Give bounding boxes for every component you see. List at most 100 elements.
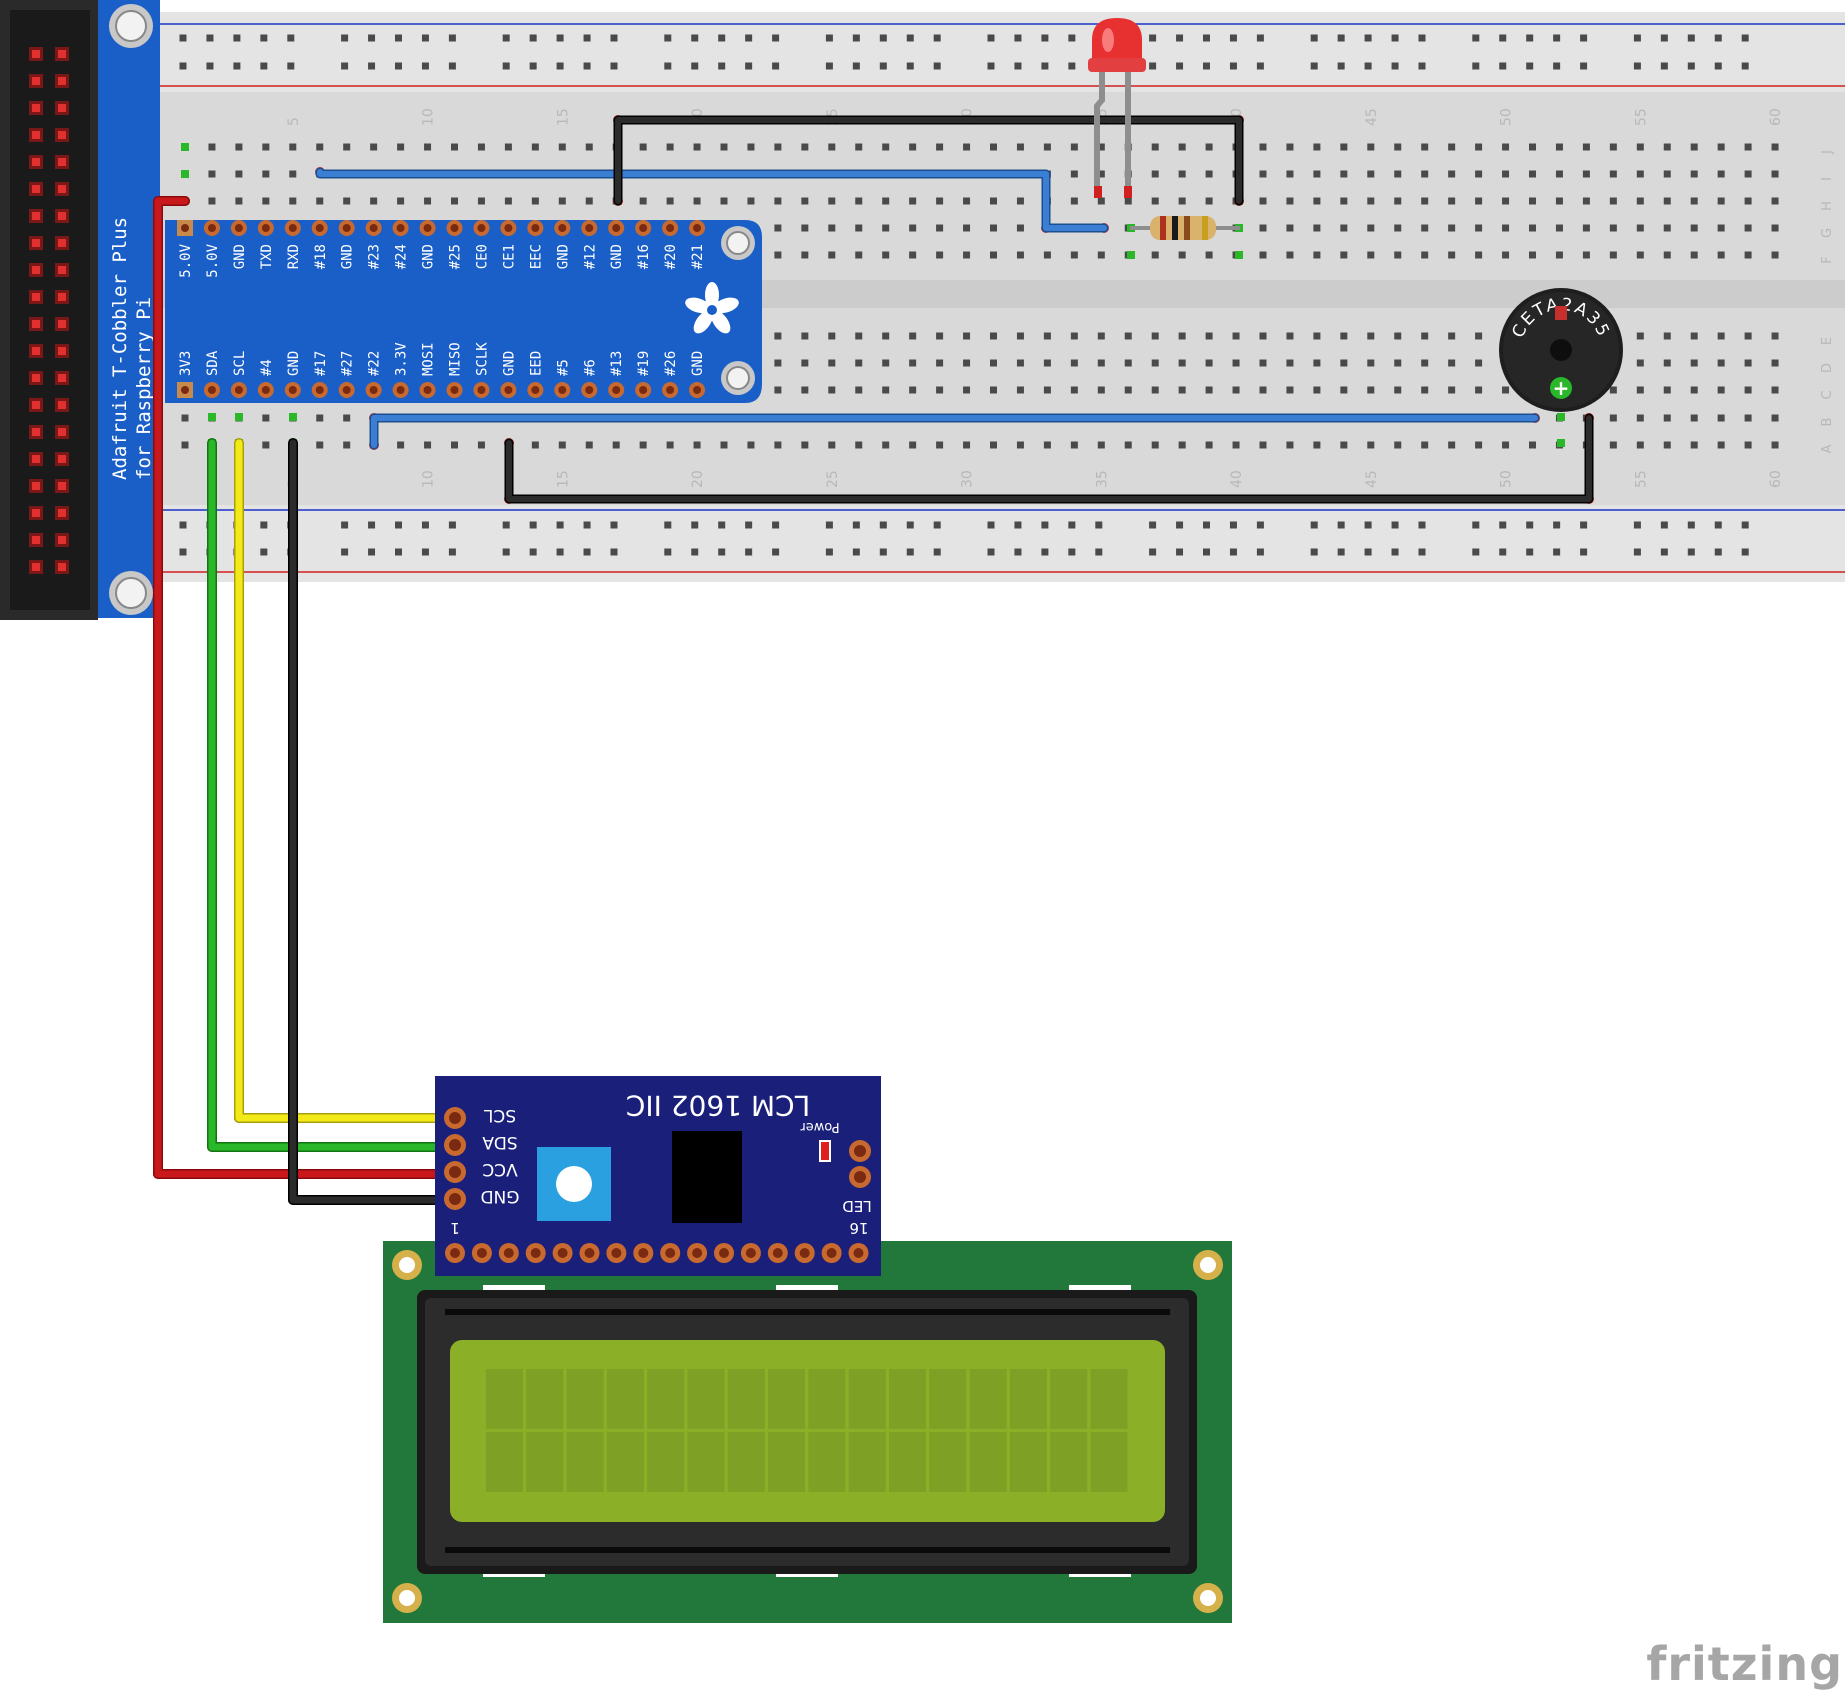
breadboard-hole [1717,197,1725,205]
breadboard-hole [1717,170,1725,178]
breadboard-hole [1124,441,1132,449]
breadboard-hole [206,62,214,70]
breadboard-hole [879,34,887,42]
breadboard-hole [909,143,917,151]
breadboard-hole [341,62,349,70]
breadboard-hole [691,62,699,70]
breadboard-hole [1714,34,1722,42]
connected-hole [1557,439,1565,447]
breadboard-hole [502,548,510,556]
row-letter: I [1820,177,1835,181]
connected-hole [235,413,243,421]
breadboard-hole [1367,386,1375,394]
breadboard-hole [693,197,701,205]
cobbler-pin-label-bottom: #19 [636,351,652,376]
breadboard-hole [1043,441,1051,449]
breadboard-hole [1609,170,1617,178]
breadboard-hole [1529,224,1536,232]
breadboard-hole [774,386,782,394]
breadboard-hole [664,34,672,42]
breadboard-hole [424,143,432,151]
breadboard-hole [1663,143,1671,151]
breadboard-hole [1367,197,1375,205]
breadboard-hole [1421,332,1429,340]
lcd-character-cell [969,1369,1007,1429]
breadboard-hole [990,441,997,449]
cobbler-pin-label-bottom: #6 [582,359,598,376]
breadboard-hole [1041,521,1049,529]
breadboard-hole [1097,251,1105,259]
cobbler-pin-label-bottom: #4 [259,359,275,376]
breadboard-hole [855,224,863,232]
breadboard-hole [1176,62,1184,70]
i2c-pin-label: GND [481,1186,520,1206]
cobbler-pin-label-bottom: 3.3V [394,342,410,376]
breadboard-hole [1717,359,1725,367]
breadboard-hole [1741,548,1749,556]
cobbler-pin-label-bottom: #13 [609,351,625,376]
breadboard-hole [1472,548,1480,556]
breadboard-hole [1771,251,1779,259]
breadboard-hole [1633,34,1641,42]
breadboard-hole [1690,414,1698,422]
lcd-character-cell [848,1432,886,1492]
breadboard-hole [583,62,591,70]
breadboard-hole [882,143,890,151]
breadboard-hole [1070,332,1078,340]
breadboard-hole [233,62,241,70]
cobbler-pin-label-bottom: #22 [367,351,383,376]
cobbler-pin-label-top: TXD [259,244,275,269]
breadboard-hole [825,62,833,70]
wire-blue-buzzer [369,413,1540,450]
breadboard-hole [477,441,485,449]
breadboard-hole [368,34,376,42]
lcd-character-cell [1050,1369,1088,1429]
breadboard-hole [963,143,971,151]
breadboard-hole [774,332,782,340]
connected-hole [181,170,189,178]
breadboard-hole [936,224,944,232]
breadboard-hole [421,521,429,529]
breadboard-hole [1340,359,1348,367]
breadboard-hole [504,143,512,151]
breadboard-hole [855,197,863,205]
breadboard-hole [1313,359,1321,367]
lcd-character-cell [808,1369,846,1429]
breadboard-hole [585,143,593,151]
breadboard-hole [1553,521,1561,529]
breadboard-hole [1205,332,1213,340]
t-cobbler-board: Adafruit T-Cobbler Plus for Raspberry Pi… [98,0,762,618]
cobbler-pin-label-top: #12 [582,244,598,269]
breadboard-hole [1475,170,1483,178]
breadboard-hole [909,441,917,449]
breadboard-hole [1340,386,1348,394]
breadboard-hole [1636,332,1644,340]
breadboard-hole [936,386,944,394]
breadboard-hole [289,170,297,178]
breadboard-hole [179,521,187,529]
breadboard-hole [1418,548,1426,556]
breadboard-hole [583,548,591,556]
cobbler-pin-label-bottom: #5 [555,359,571,376]
breadboard-hole [1663,197,1671,205]
breadboard-hole [1286,441,1294,449]
breadboard-hole [1259,224,1267,232]
breadboard-hole [1203,62,1210,70]
breadboard-hole [1553,62,1561,70]
breadboard-hole [963,359,971,367]
lcd-character-cell [1050,1432,1088,1492]
breadboard-hole [343,441,351,449]
breadboard-hole [1367,170,1375,178]
breadboard-hole [179,34,187,42]
breadboard-hole [477,143,485,151]
breadboard-hole [1151,143,1159,151]
breadboard-hole [1014,62,1022,70]
breadboard-hole [963,332,971,340]
breadboard-hole [1771,359,1779,367]
breadboard-hole [882,359,890,367]
wires [153,115,1594,1205]
breadboard-hole [852,34,860,42]
breadboard-hole [1687,34,1695,42]
breadboard-hole [1097,197,1105,205]
breadboard-hole [316,414,324,422]
